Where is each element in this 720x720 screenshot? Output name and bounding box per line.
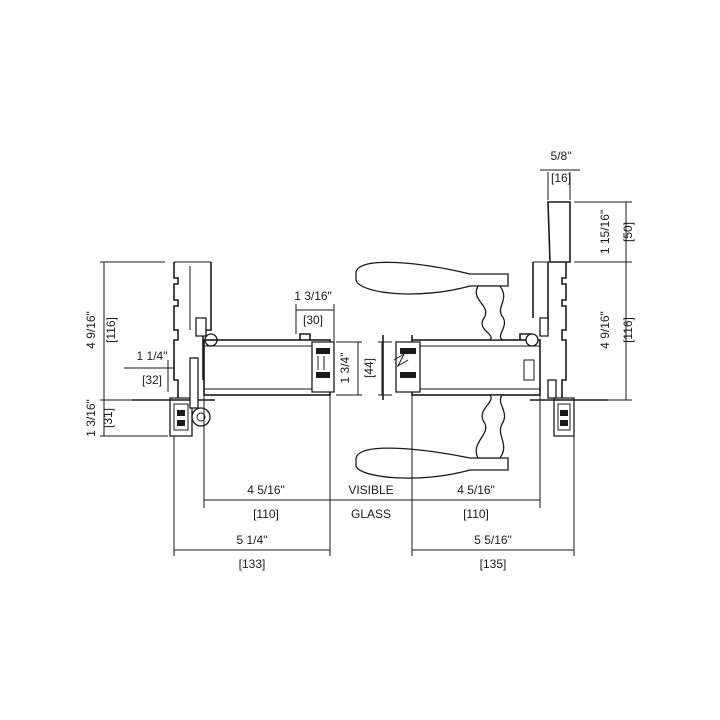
right-overall-imperial: 5 5/16"	[474, 533, 512, 547]
left-glass-metric: [44]	[362, 358, 376, 378]
right-top-height-metric: [50]	[621, 222, 635, 242]
right-top-width-imperial: 5/8"	[551, 149, 572, 163]
left-sill-metric: [31]	[101, 408, 115, 428]
left-stile-metric: [30]	[303, 313, 323, 327]
left-sightline-imperial: 4 5/16"	[247, 483, 285, 497]
right-frame-profile	[525, 201, 608, 437]
left-sill-imperial: 1 3/16"	[84, 399, 98, 437]
left-overall-imperial: 5 1/4"	[237, 533, 268, 547]
right-overall-metric: [135]	[480, 557, 507, 571]
right-door-stile	[382, 333, 541, 400]
left-height-metric: [116]	[104, 317, 118, 343]
left-overall-metric: [133]	[239, 557, 266, 571]
left-frame-profile	[132, 261, 218, 437]
door-pull-handle	[355, 261, 509, 479]
right-top-width-metric: [16]	[551, 171, 571, 185]
left-glass-imperial: 1 3/4"	[338, 353, 352, 384]
right-height-metric: [116]	[621, 317, 635, 343]
left-offset-imperial: 1 1/4"	[137, 349, 168, 363]
left-height-imperial: 4 9/16"	[84, 311, 98, 349]
right-top-height-imperial: 1 15/16"	[598, 210, 612, 254]
right-sightline-imperial: 4 5/16"	[457, 483, 495, 497]
right-height-imperial: 4 9/16"	[598, 311, 612, 349]
right-sightline-metric: [110]	[463, 507, 489, 521]
visible-glass-label-line1: VISIBLE	[348, 483, 393, 497]
left-offset-metric: [32]	[142, 373, 162, 387]
visible-glass-label-line2: GLASS	[351, 507, 391, 521]
left-stile-imperial: 1 3/16"	[294, 289, 332, 303]
left-door-stile	[203, 333, 335, 396]
dimension-lines	[100, 169, 632, 556]
left-sightline-metric: [110]	[253, 507, 279, 521]
